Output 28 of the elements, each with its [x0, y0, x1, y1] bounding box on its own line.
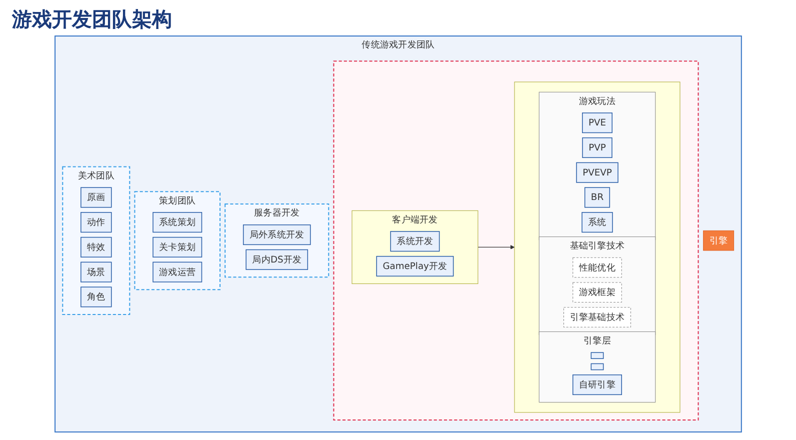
node-box: 角色: [80, 286, 112, 308]
node-box: 游戏框架: [572, 282, 622, 303]
node-box: 特效: [80, 236, 112, 258]
node-box: 自研引擎: [572, 374, 622, 396]
node-box: 系统策划: [152, 212, 202, 233]
node-box: 关卡策划: [152, 236, 202, 258]
node-box: 引擎基础技术: [563, 307, 631, 328]
cluster: [514, 82, 680, 413]
node-box: 局外系统开发: [242, 224, 311, 246]
node-box: 系统开发: [390, 231, 440, 252]
node-box: 性能优化: [572, 257, 622, 278]
node-box: GamePlay开发: [376, 256, 454, 276]
cluster: [333, 60, 699, 421]
node-box: 引擎: [702, 230, 734, 251]
node-box: 游戏运营: [152, 262, 202, 282]
node-box: PVE: [582, 112, 612, 134]
slide-title: 游戏开发团队架构: [12, 6, 173, 33]
node-box: BR: [584, 187, 610, 208]
node-box: 原画: [80, 187, 112, 208]
node-box: PVEVP: [576, 162, 618, 183]
node-box: 动作: [80, 212, 112, 233]
node-box: [590, 352, 604, 359]
arrow: [477, 244, 514, 250]
node-box: 场景: [80, 262, 112, 282]
node-box: 局内DS开发: [245, 249, 308, 270]
node-box: [590, 363, 604, 370]
node-box: PVP: [582, 137, 612, 158]
node-box: 系统: [581, 212, 613, 233]
